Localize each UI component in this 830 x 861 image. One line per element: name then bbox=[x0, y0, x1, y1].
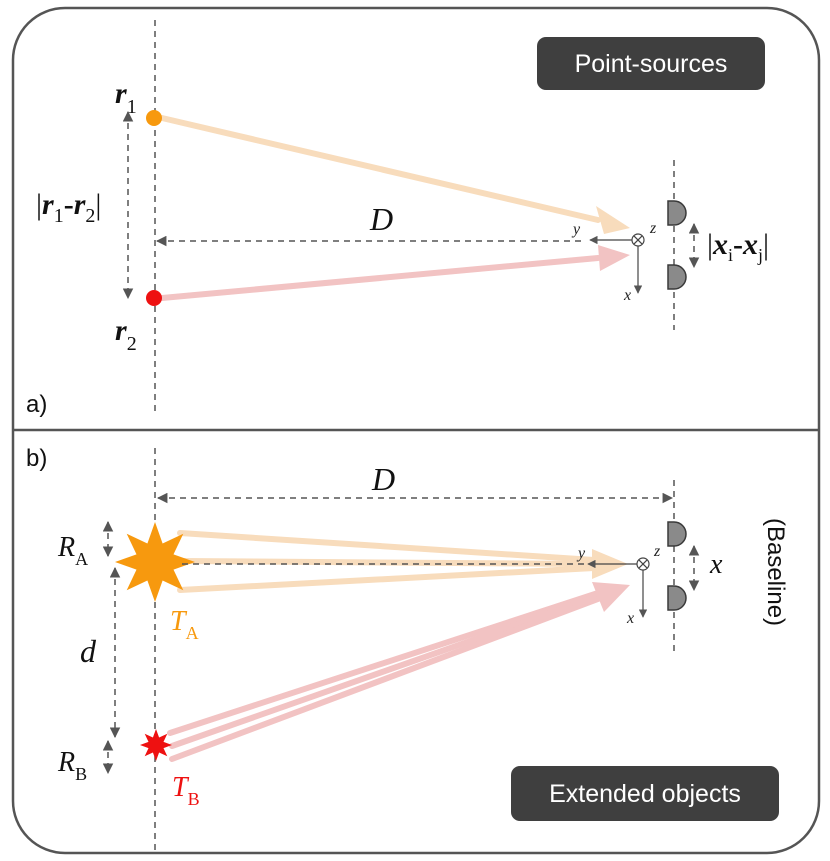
detector-top-a-icon bbox=[667, 200, 687, 226]
source-r1-dot bbox=[146, 110, 162, 126]
axis-x-label-a: x bbox=[623, 287, 631, 304]
panel-a-label: a) bbox=[26, 391, 47, 418]
label-radius-b: RB bbox=[57, 747, 87, 784]
coordinate-axes-b: y z x bbox=[576, 543, 661, 627]
label-r1-sub: 1 bbox=[127, 96, 137, 118]
beams-object-b bbox=[167, 582, 630, 762]
badge-extended-objects bbox=[511, 766, 779, 821]
label-temperature-a: TA bbox=[170, 606, 199, 643]
detector-top-b-icon bbox=[667, 521, 687, 547]
label-temperature-b: TB bbox=[172, 772, 200, 809]
coordinate-axes-a: y z x bbox=[571, 220, 657, 304]
label-r2-main: r bbox=[115, 314, 127, 347]
radius-b-main: R bbox=[57, 747, 75, 778]
label-detector-separation: |xi-xj| bbox=[707, 228, 769, 265]
radius-a-main: R bbox=[57, 532, 75, 563]
axis-x-label-b: x bbox=[626, 610, 634, 627]
label-source-separation: |r1-r2| bbox=[36, 188, 101, 227]
axis-y-label-b: y bbox=[576, 545, 586, 562]
source-r2-dot bbox=[146, 290, 162, 306]
label-radius-a: RA bbox=[57, 532, 88, 569]
det-bar-right: | bbox=[763, 228, 769, 261]
axis-y-label-a: y bbox=[571, 221, 581, 238]
sep-bar-left: | bbox=[36, 188, 42, 221]
sep-minus: - bbox=[64, 188, 74, 221]
label-r1: r1 bbox=[115, 77, 137, 118]
sep-sub1: 1 bbox=[54, 205, 64, 227]
axis-z-label-a: z bbox=[649, 220, 657, 237]
detector-bottom-a-icon bbox=[667, 264, 687, 290]
det-xj: x bbox=[742, 228, 758, 261]
detector-bottom-b-icon bbox=[667, 585, 687, 611]
sep-r2: r bbox=[74, 188, 86, 221]
sep-bar-right: | bbox=[95, 188, 101, 221]
object-b-star-icon bbox=[140, 729, 172, 761]
panel-b: b) D RA d bbox=[26, 445, 789, 850]
label-r1-main: r bbox=[115, 77, 127, 110]
sep-r1: r bbox=[42, 188, 54, 221]
label-r2-sub: 2 bbox=[127, 333, 137, 355]
temperature-a-sub: A bbox=[186, 623, 199, 643]
label-distance-a: D bbox=[369, 201, 393, 237]
det-bar-left: | bbox=[707, 228, 713, 261]
beam-r1 bbox=[159, 115, 630, 234]
temperature-a-main: T bbox=[170, 606, 188, 637]
temperature-b-main: T bbox=[172, 772, 190, 803]
det-sub-j: j bbox=[757, 245, 763, 265]
radius-b-sub: B bbox=[75, 764, 87, 784]
badge-point-sources bbox=[537, 37, 765, 90]
label-object-separation: d bbox=[80, 633, 97, 669]
det-sub-i: i bbox=[728, 245, 733, 265]
radius-a-sub: A bbox=[75, 549, 88, 569]
det-xi: x bbox=[712, 228, 728, 261]
beams-object-a bbox=[177, 530, 628, 593]
axis-z-label-b: z bbox=[653, 543, 661, 560]
panel-b-label: b) bbox=[26, 445, 47, 472]
temperature-b-sub: B bbox=[188, 789, 200, 809]
label-baseline: (Baseline) bbox=[762, 518, 789, 626]
sep-sub2: 2 bbox=[85, 205, 95, 227]
beam-r2 bbox=[159, 245, 630, 301]
panel-a: r1 r2 |r1-r2| D y z x bbox=[26, 20, 769, 418]
badge-point-sources-text: Point-sources bbox=[575, 50, 728, 78]
object-a-star-icon bbox=[115, 522, 195, 602]
det-minus: - bbox=[733, 228, 743, 261]
label-r2: r2 bbox=[115, 314, 137, 355]
badge-extended-objects-text: Extended objects bbox=[549, 780, 741, 808]
label-distance-b: D bbox=[371, 461, 395, 497]
label-baseline-variable: x bbox=[709, 549, 723, 580]
